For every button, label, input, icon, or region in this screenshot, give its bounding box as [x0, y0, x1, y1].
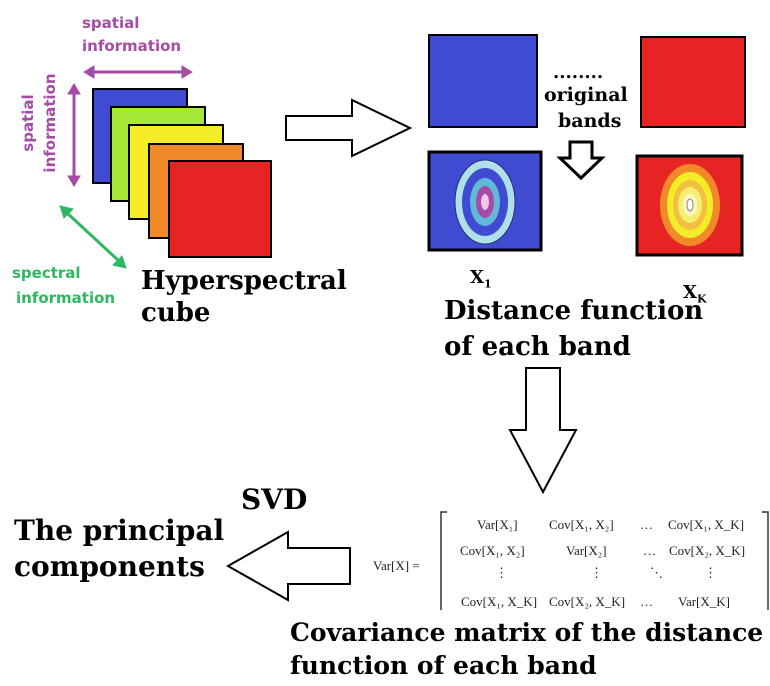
matrix-cell-2-1: ⋮ [590, 565, 603, 580]
svd-label: SVD [241, 483, 308, 516]
matrix-cell-3-3: Var[X_K] [678, 594, 730, 609]
matrix-cell-2-3: ⋮ [704, 565, 717, 580]
matrix-cell-1-2: … [643, 543, 656, 558]
arrow-to-bands [285, 98, 413, 158]
matrix-cell-0-2: … [640, 517, 653, 532]
bands-label-1: original [544, 84, 628, 106]
covariance-title-2: function of each band [290, 651, 597, 680]
covariance-title-1: Covariance matrix of the distance [290, 618, 764, 647]
distance-map-red [635, 154, 744, 257]
matrix-cell-0-0: Var[X₁] [477, 517, 518, 532]
band-square-blue [428, 34, 538, 128]
principal-title-1: The principal [14, 514, 225, 547]
spectral-diagonal-arrow [59, 205, 127, 269]
spatial-horizontal-arrow [83, 65, 193, 79]
spectral-label-2: information [16, 289, 116, 307]
distance-title-2: of each band [444, 332, 631, 362]
spectral-label-1: spectral [12, 264, 81, 282]
band-square-red [640, 36, 746, 128]
matrix-cell-3-1: Cov[X₂, X_K] [549, 594, 626, 609]
matrix-cell-0-1: Cov[X₁, X₂] [549, 517, 614, 532]
spatial-vertical-arrow [67, 83, 81, 187]
matrix-cell-1-1: Var[X₂] [566, 543, 607, 558]
matrix-cell-2-0: ⋮ [495, 565, 508, 580]
matrix-cell-3-0: Cov[X₁, X_K] [461, 594, 538, 609]
matrix-cell-1-3: Cov[X₂, X_K] [669, 543, 746, 558]
spatial-left-label-1: spatial [19, 94, 37, 152]
arrow-left-svd [225, 530, 351, 602]
distance-map-blue [427, 150, 543, 252]
x1-label: X1 [470, 267, 492, 291]
matrix-brackets [440, 511, 769, 610]
matrix-cell-3-2: … [640, 594, 653, 609]
matrix-lhs: Var[X] = [373, 558, 420, 573]
bands-label-2: bands [558, 110, 622, 132]
spatial-top-label-2: information [82, 37, 182, 55]
cube-title-2: cube [141, 298, 211, 328]
cube-layer-red [168, 160, 272, 258]
matrix-cell-1-0: Cov[X₁, X₂] [460, 543, 525, 558]
xk-label: XK [683, 282, 707, 306]
x1-sub: 1 [483, 277, 492, 291]
arrow-down-small [556, 140, 606, 181]
cube-title-1: Hyperspectral [141, 266, 347, 296]
matrix-cell-0-3: Cov[X₁, X_K] [668, 517, 745, 532]
xk-sub: K [696, 292, 707, 306]
spatial-top-label-1: spatial [82, 14, 140, 32]
spatial-left-label-2: information [41, 73, 59, 173]
xk-main: X [683, 282, 697, 303]
dots-label: ........ [553, 62, 604, 83]
matrix-cell-2-2: ⋱ [650, 565, 663, 580]
distance-title-1: Distance function [444, 296, 704, 326]
x1-main: X [470, 267, 484, 288]
arrow-down-large [508, 367, 578, 495]
principal-title-2: components [14, 550, 205, 583]
